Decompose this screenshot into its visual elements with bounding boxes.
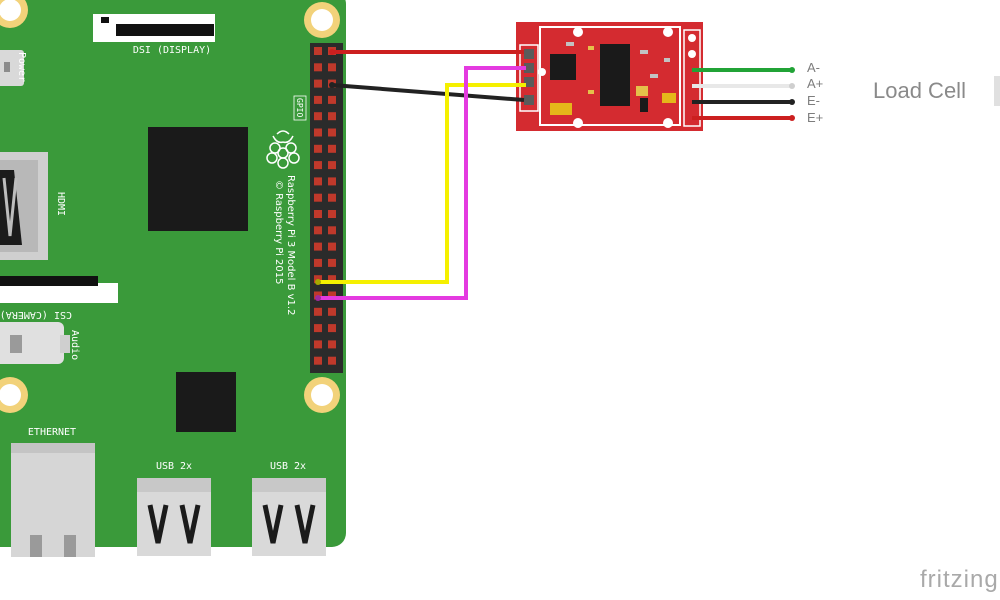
csi-label: CSI (CAMERA) [0, 309, 72, 320]
gpio-pin [328, 307, 336, 316]
mounting-hole [304, 377, 340, 413]
ethernet-port: ETHERNET [11, 427, 95, 557]
gpio-pin [328, 210, 336, 218]
csi-connector: CSI (CAMERA) [0, 276, 118, 320]
mounting-hole [0, 377, 28, 413]
gpio-pin [328, 324, 336, 333]
wires [315, 49, 795, 301]
gpio-pin [314, 356, 322, 365]
hdmi-connector: HDMI [0, 152, 66, 260]
soc-chip [148, 127, 248, 231]
wire-end [315, 279, 321, 285]
copyright-label: © Raspberry Pi 2015 [273, 180, 284, 284]
gpio-pin [314, 258, 322, 267]
gpio-pin [314, 128, 322, 137]
wire-yellow [318, 83, 526, 284]
usb-port-2: USB 2x [252, 461, 326, 556]
module-adc-chip [600, 44, 630, 106]
gpio-pin [314, 177, 322, 186]
gpio-pin [314, 63, 322, 72]
dsi-label: DSI (DISPLAY) [133, 45, 211, 56]
gpio-pin [314, 144, 322, 153]
usb-port-1: USB 2x [137, 461, 211, 556]
gpio-pin [314, 193, 322, 202]
hdmi-label: HDMI [55, 192, 66, 216]
ethernet-label: ETHERNET [28, 427, 76, 438]
power-connector: Power [0, 50, 27, 86]
load-cell-body [994, 76, 1000, 106]
module-regulator-chip [550, 54, 576, 80]
audio-jack: Audio [0, 322, 80, 364]
gpio-pin [314, 340, 322, 349]
gpio-pin [328, 340, 336, 349]
gpio-pin [328, 226, 336, 235]
wire-end [789, 99, 795, 105]
gpio-pin [328, 258, 336, 267]
audio-label: Audio [69, 330, 80, 360]
dsi-connector: DSI (DISPLAY) [93, 14, 215, 56]
raspberry-logo-icon [266, 130, 300, 169]
wire-end [789, 67, 795, 73]
gpio-pin [328, 193, 336, 202]
gpio-pin [328, 291, 336, 300]
wire-end [315, 295, 321, 301]
gpio-pin [328, 356, 336, 365]
module-pin [524, 63, 534, 73]
gpio-pin [328, 177, 336, 186]
gpio-pin [314, 307, 322, 316]
wire-end [789, 83, 795, 89]
lan-chip [176, 372, 236, 432]
mounting-hole [0, 0, 28, 28]
wire-end [329, 82, 335, 88]
board-body [0, 0, 346, 547]
hx711-module [516, 22, 703, 131]
gpio-pin [314, 79, 322, 88]
gpio-pin [314, 47, 322, 55]
gpio-pin [314, 226, 322, 235]
gpio-label: GPIO [295, 98, 304, 117]
gpio-pin [314, 242, 322, 251]
gpio-pin [328, 95, 336, 104]
gpio-pin [328, 63, 336, 72]
gpio-pin [314, 112, 322, 121]
wire-end [789, 115, 795, 121]
gpio-pin [328, 144, 336, 153]
gpio-pin [314, 324, 322, 333]
gpio-pin [328, 161, 336, 170]
gpio-pin [328, 275, 336, 284]
model-label: Raspberry Pi 3 Model B v1.2 [285, 175, 296, 315]
raspberry-pi-board: DSI (DISPLAY) Power HDMI CSI (CAMERA) [0, 0, 346, 557]
module-pin [524, 49, 534, 59]
gpio-pin [314, 210, 322, 218]
gpio-pin [328, 112, 336, 121]
usb-label-2: USB 2x [270, 461, 306, 472]
mounting-hole [304, 2, 340, 38]
module-pin [524, 95, 534, 105]
gpio-pin [314, 95, 322, 104]
gpio-pin [328, 242, 336, 251]
gpio-pin [328, 128, 336, 137]
gpio-pin [314, 161, 322, 170]
wire-end [329, 49, 335, 55]
power-label: Power [16, 52, 27, 82]
wire-magenta [318, 66, 526, 300]
wire-black [331, 83, 525, 102]
usb-label-1: USB 2x [156, 461, 192, 472]
module-pin [524, 77, 534, 87]
